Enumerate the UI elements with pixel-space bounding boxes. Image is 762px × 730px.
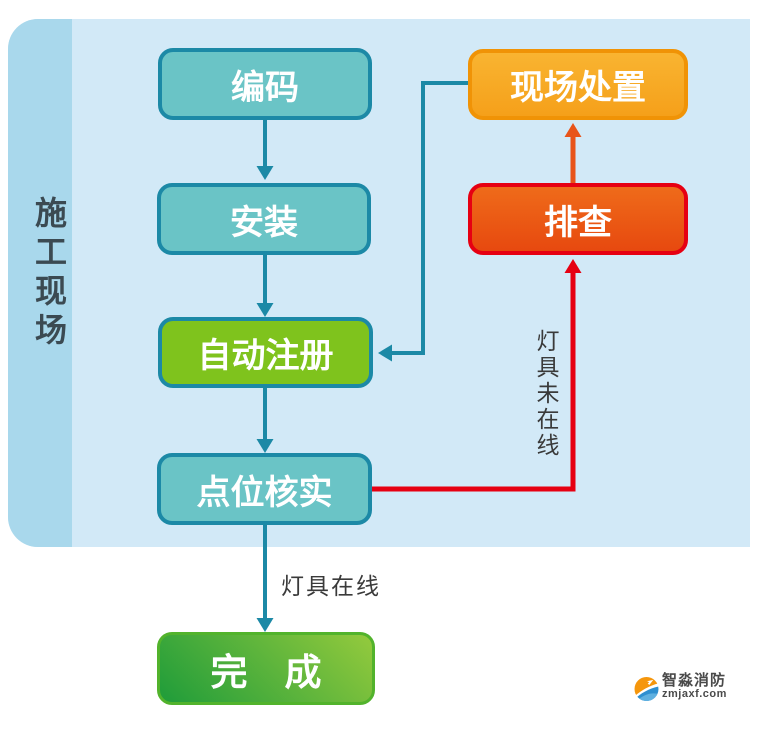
- flow-node-label: 自动注册: [197, 337, 334, 375]
- brand-domain: zmjaxf.com: [662, 688, 727, 701]
- flow-node-onsite-handling: 现场处置: [468, 49, 688, 120]
- flow-node-point-verification: 点位核实: [157, 453, 372, 525]
- flow-node-label: 编码: [231, 68, 299, 107]
- flow-node-label: 点位核实: [196, 473, 333, 512]
- panel-title: 施工现场: [31, 196, 67, 352]
- brand-logo: 智淼消防 zmjaxf.com: [634, 672, 727, 702]
- edge-label-lamp-online: 灯具在线: [281, 573, 381, 599]
- zhimiao-logo-icon: [634, 677, 659, 701]
- brand-text: 智淼消防 zmjaxf.com: [662, 673, 727, 700]
- construction-site-strip: [8, 19, 72, 547]
- flow-node-auto-registration: 自动注册: [158, 317, 373, 388]
- flow-node-label: 安装: [230, 203, 298, 242]
- flow-node-label: 排查: [544, 203, 612, 242]
- flow-node-coding: 编码: [158, 48, 372, 120]
- arrowhead-down-icon: [256, 618, 274, 632]
- flow-node-label: 完 成: [210, 651, 322, 693]
- edge-label-lamp-offline: 灯具未在线: [533, 329, 559, 459]
- brand-name: 智淼消防: [662, 672, 727, 690]
- flow-node-installation: 安装: [157, 183, 371, 255]
- flow-node-label: 现场处置: [510, 69, 646, 107]
- flow-node-complete: 完 成: [157, 632, 375, 705]
- flow-node-troubleshooting: 排查: [468, 183, 688, 255]
